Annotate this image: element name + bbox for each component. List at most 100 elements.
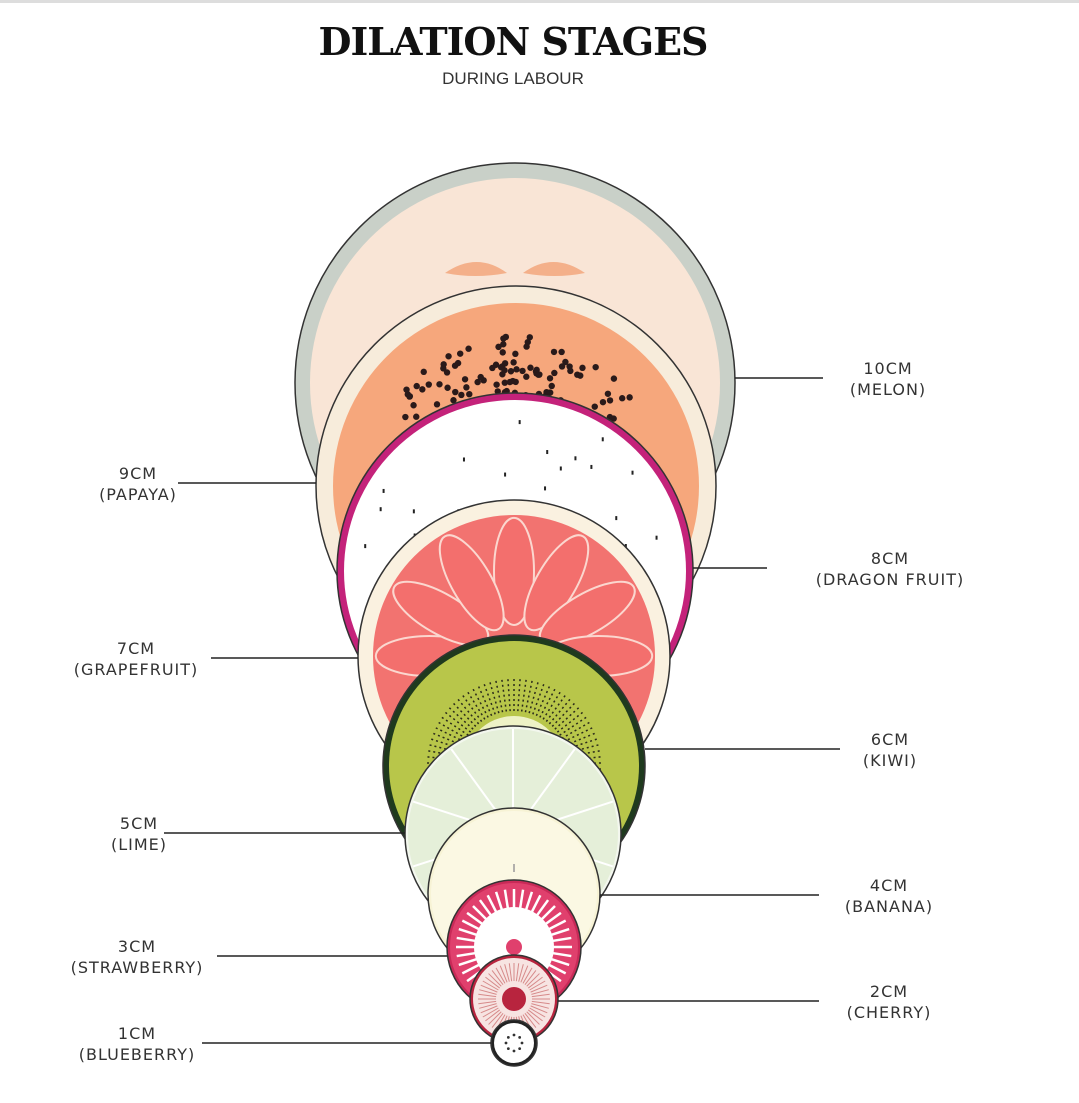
kiwi-seed <box>435 720 467 740</box>
cherry-ray <box>479 989 497 995</box>
kiwi-seed <box>482 681 496 715</box>
papaya-seed <box>592 363 599 371</box>
papaya-seed <box>510 359 517 366</box>
strawberry-ray <box>461 954 499 975</box>
label-dragon-fruit: 8CM(DRAGON FRUIT) <box>775 548 1005 590</box>
stage-fruit: (BLUEBERRY) <box>78 1045 196 1064</box>
cherry-ray <box>531 1003 549 1009</box>
papaya-seed <box>457 350 464 357</box>
papaya-seed <box>461 376 469 383</box>
kiwi-seed <box>506 676 511 712</box>
strawberry-ray <box>530 951 570 967</box>
papaya-seed <box>551 369 558 377</box>
papaya-seed <box>466 390 473 398</box>
papaya-seed <box>512 350 519 358</box>
blueberry-seed <box>512 1033 516 1037</box>
label-kiwi: 6CM(KIWI) <box>840 729 940 771</box>
papaya-seed <box>604 390 612 397</box>
stage-fruit: (PAPAYA) <box>99 485 177 504</box>
cherry-ray <box>485 976 501 989</box>
papaya-seed <box>433 401 441 408</box>
strawberry-ray <box>531 936 572 946</box>
papaya-seed <box>567 367 574 375</box>
cherry-ray <box>529 1007 546 1018</box>
cherry-ray <box>491 1012 504 1028</box>
strawberry-ray <box>472 905 503 936</box>
kiwi-seed <box>460 692 483 722</box>
papaya-seed <box>509 377 517 385</box>
kiwi-seed <box>442 709 472 733</box>
kiwi-seed <box>556 709 586 733</box>
strawberry-ray <box>503 889 513 930</box>
papaya-seed <box>507 368 515 375</box>
papaya-seed <box>558 363 566 370</box>
cherry-ray <box>527 1009 543 1022</box>
strawberry-ray <box>531 948 572 958</box>
strawberry-ray <box>515 889 525 930</box>
papaya-seed <box>458 391 465 399</box>
papaya-seed <box>451 362 459 369</box>
dragon-fruit-seed <box>559 466 562 471</box>
strawberry-ray <box>456 936 497 946</box>
melon-seed-shape <box>445 262 507 276</box>
papaya-seed <box>562 358 569 366</box>
papaya-seed <box>610 375 618 382</box>
strawberry-ray <box>456 948 497 958</box>
kiwi-seed <box>528 679 540 714</box>
papaya-seed <box>523 373 530 380</box>
papaya-seed <box>502 333 510 341</box>
stage-cm: 8CM <box>870 549 910 568</box>
blueberry-seed <box>506 1047 510 1051</box>
dragon-fruit-seed <box>462 457 465 462</box>
papaya-seed <box>493 381 500 388</box>
dragon-fruit-seed <box>601 437 604 442</box>
cherry-ray <box>526 973 540 987</box>
dragon-fruit-seed <box>518 420 521 425</box>
stage-fruit: (BANANA) <box>844 897 934 916</box>
cherry-ray <box>491 970 504 986</box>
cherry-ray <box>530 1005 548 1014</box>
strawberry-ray <box>521 894 542 932</box>
papaya-seed <box>599 398 607 406</box>
cherry-ray <box>482 1007 499 1018</box>
papaya-seed <box>436 381 443 388</box>
cherry-ray <box>529 980 546 991</box>
dragon-fruit-seed <box>574 456 577 461</box>
stage-cm: 1CM <box>117 1024 157 1043</box>
papaya-seed <box>546 375 554 382</box>
kiwi-seed <box>500 676 508 712</box>
stage-fruit: (STRAWBERRY) <box>70 958 204 977</box>
stage-fruit: (KIWI) <box>862 751 918 770</box>
kiwi-seed <box>520 676 528 712</box>
kiwi-seed <box>476 683 493 717</box>
papaya-seed <box>402 413 409 421</box>
label-papaya: 9CM (PAPAYA) <box>73 463 203 505</box>
cherry-ray <box>520 965 529 983</box>
strawberry-ray <box>486 894 507 932</box>
strawberry-ray <box>523 899 550 934</box>
kiwi-seed <box>494 677 504 713</box>
papaya-seed <box>591 403 598 410</box>
dragon-fruit-seed <box>382 488 385 493</box>
kiwi-seed <box>561 720 593 740</box>
blueberry-seed <box>520 1041 524 1045</box>
cherry-ray <box>524 970 537 986</box>
grapefruit-segment <box>493 516 535 626</box>
stage-cm: 9CM <box>118 464 158 483</box>
blueberry-seed <box>506 1035 510 1039</box>
strawberry-ray <box>461 919 499 940</box>
label-banana: 4CM(BANANA) <box>819 875 959 917</box>
papaya-seed <box>443 369 451 376</box>
cherry-ray <box>531 1000 550 1005</box>
cherry-ray <box>478 1000 497 1005</box>
kiwi-seed <box>554 705 582 730</box>
strawberry-ray <box>527 911 562 938</box>
papaya-seed <box>425 381 432 388</box>
stage-cm: 5CM <box>119 814 159 833</box>
cherry-ray <box>495 967 506 984</box>
cherry-ray <box>522 967 533 984</box>
papaya-seed <box>533 366 540 374</box>
kiwi-seed <box>563 725 596 743</box>
cherry-ray <box>479 1003 497 1009</box>
strawberry-ray <box>518 891 534 931</box>
